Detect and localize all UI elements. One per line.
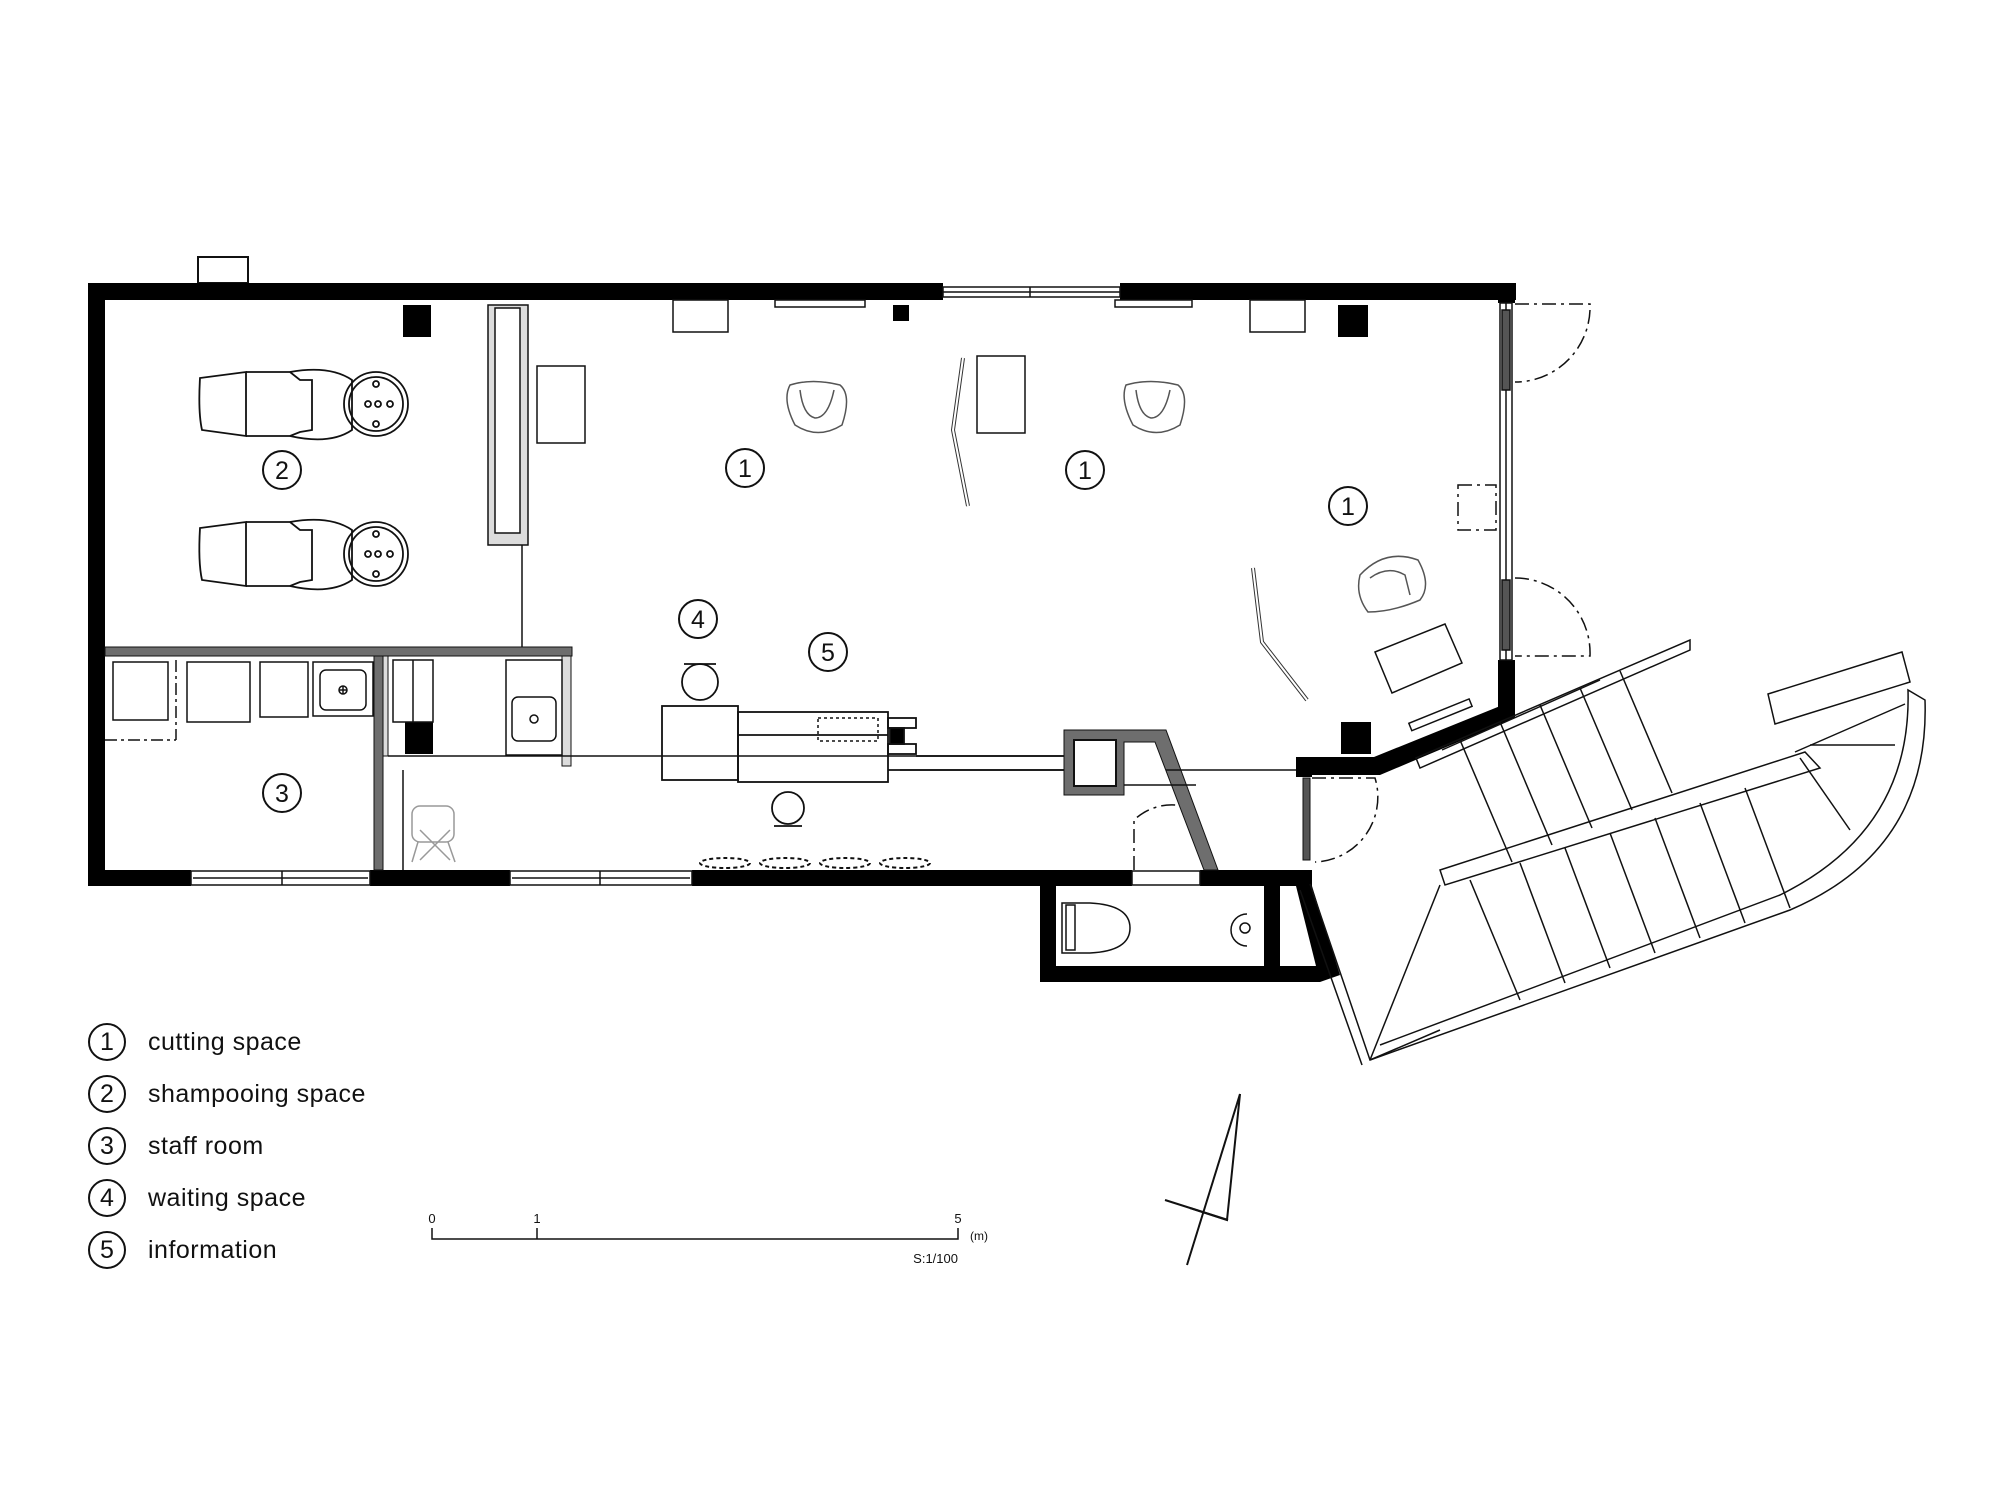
exterior-door-swings (1457, 303, 1591, 657)
top-window (942, 286, 1121, 298)
toilet-fixtures (1061, 902, 1251, 954)
svg-text:1: 1 (1078, 457, 1092, 485)
scale-tick-0: 0 (428, 1211, 435, 1226)
staircase (1299, 638, 1926, 1066)
reception-counter (661, 705, 1064, 783)
staff-cabinets (105, 660, 374, 741)
legend-label: waiting space (148, 1183, 306, 1212)
styling-chair (1123, 380, 1186, 434)
room-markers: 1 1 1 2 3 4 5 (262, 448, 1368, 813)
legend-label: staff room (148, 1131, 264, 1160)
legend-item: 1 cutting space (88, 1016, 366, 1068)
marker-waiting-space: 4 (678, 599, 718, 639)
svg-text:1: 1 (1341, 493, 1355, 521)
legend-label: information (148, 1235, 278, 1264)
roof-vent (197, 256, 249, 284)
styling-chair (1357, 555, 1427, 613)
legend-item: 4 waiting space (88, 1172, 366, 1224)
corridor-lines (388, 755, 1296, 870)
styling-chair (786, 380, 848, 434)
legend-item: 2 shampooing space (88, 1068, 366, 1120)
shampoo-chair (198, 368, 409, 441)
legend-item: 3 staff room (88, 1120, 366, 1172)
svg-text:1: 1 (738, 455, 752, 483)
scale-unit: (m) (970, 1229, 988, 1243)
scale-bar (431, 1228, 959, 1240)
cutting-table (976, 355, 1026, 434)
side-table (536, 365, 586, 444)
marker-shampooing-space: 2 (262, 450, 302, 490)
legend-label: shampooing space (148, 1079, 366, 1108)
closet-unit (392, 659, 563, 756)
shampoo-chair (198, 518, 409, 591)
partition-box (1073, 739, 1117, 787)
legend-number: 1 (88, 1023, 126, 1061)
svg-text:5: 5 (821, 639, 835, 667)
legend: 1 cutting space 2 shampooing space 3 sta… (88, 1016, 366, 1276)
marker-cutting-space: 1 (1328, 486, 1368, 526)
reception-stool (771, 791, 805, 827)
exterior-walls (88, 283, 1516, 982)
legend-label: cutting space (148, 1027, 302, 1056)
marker-cutting-space: 1 (1065, 450, 1105, 490)
legend-number: 3 (88, 1127, 126, 1165)
entrance-door (1302, 777, 1311, 861)
marker-cutting-space: 1 (725, 448, 765, 488)
scale-tick-1: 1 (533, 1211, 540, 1226)
staff-chair (411, 805, 456, 863)
bottom-windows (190, 870, 1201, 886)
door-swings (1133, 777, 1379, 870)
svg-text:4: 4 (691, 606, 705, 634)
marker-information: 5 (808, 632, 848, 672)
scale-tick-5: 5 (954, 1211, 961, 1226)
waiting-stool (681, 663, 719, 701)
legend-number: 2 (88, 1075, 126, 1113)
svg-text:3: 3 (275, 780, 289, 808)
legend-item: 5 information (88, 1224, 366, 1276)
marker-staff-room: 3 (262, 773, 302, 813)
north-arrow-icon (1164, 1093, 1241, 1266)
scale-ratio: S:1/100 (913, 1251, 958, 1266)
shampoo-divider (487, 304, 529, 647)
legend-number: 5 (88, 1231, 126, 1269)
legend-number: 4 (88, 1179, 126, 1217)
floor-fixtures (699, 857, 931, 869)
mirror-station (672, 299, 1306, 333)
right-glazing (1499, 302, 1513, 661)
svg-text:2: 2 (275, 457, 289, 485)
folding-screen-inner (951, 357, 1308, 701)
cutting-table (1374, 623, 1463, 694)
folding-screen (950, 357, 1309, 702)
